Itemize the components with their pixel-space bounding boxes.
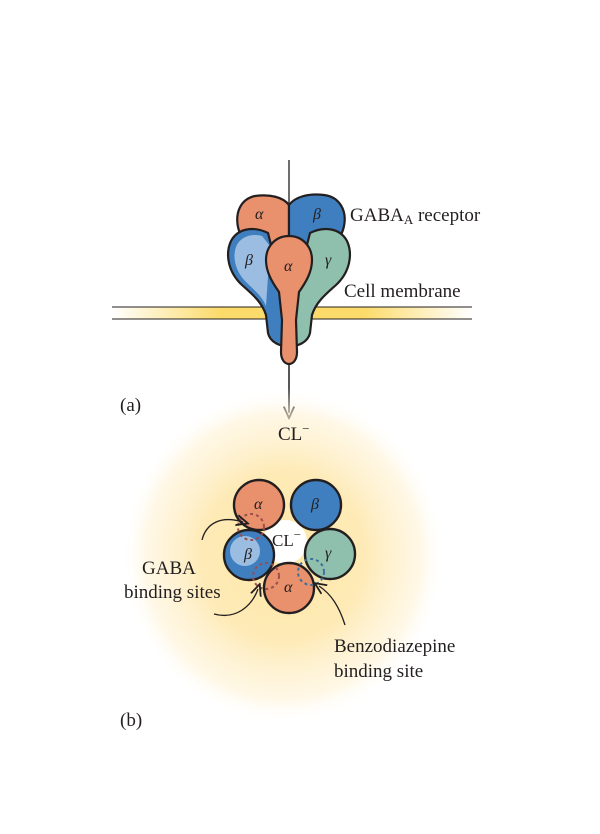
benzodiazepine-binding-site [297,558,325,586]
disc-label-beta-top-right: β [311,496,319,513]
subunit-label-beta-back-right: β [313,206,321,223]
gaba-binding-site-lower [252,562,280,590]
disc-label-beta-mid-left: β [244,546,252,563]
disc-label-alpha-top-left: α [254,496,263,513]
benzodiazepine-label-line-1: Benzodiazepine [334,636,456,657]
ion-label-panel-a: CL− [278,421,310,445]
subunit-disc-gamma-mid-right [303,527,357,581]
panel-a [112,160,472,412]
subunit-disc-beta-top-right [289,478,343,532]
panel-b-label: (b) [120,710,143,731]
subunit-gamma-mid-right [286,227,351,348]
subunit-label-beta-mid-left: β [245,252,253,269]
benzodiazepine-label-line-2: binding site [334,661,424,682]
benzodiazepine-pointer-arrow [319,586,346,626]
subunit-beta-mid-left-highlight [234,235,270,306]
gaba-sites-label-line-2: binding sites [124,582,221,603]
membrane-label: Cell membrane [344,281,461,302]
gaba-pointer-arrow-lower [213,589,258,616]
gaba-pointer-arrow-upper [201,520,243,541]
subunit-label-gamma-mid-right: γ [325,252,332,269]
disc-label-gamma-mid-right: γ [325,545,332,562]
subunit-alpha-front [264,234,314,366]
ion-label-panel-b: CL− [272,527,302,550]
subunit-label-alpha-back-left: α [255,206,264,223]
gaba-binding-site-upper [237,513,265,541]
receptor-label: GABAA receptor [350,205,481,227]
subunit-label-alpha-front: α [284,258,293,275]
panel-a-label: (a) [120,395,142,416]
panel-b [121,388,445,724]
disc-label-alpha-bottom: α [284,579,293,596]
gaba-sites-label-line-1: GABA [142,558,196,579]
subunit-disc-beta-mid-left-light [230,536,260,566]
